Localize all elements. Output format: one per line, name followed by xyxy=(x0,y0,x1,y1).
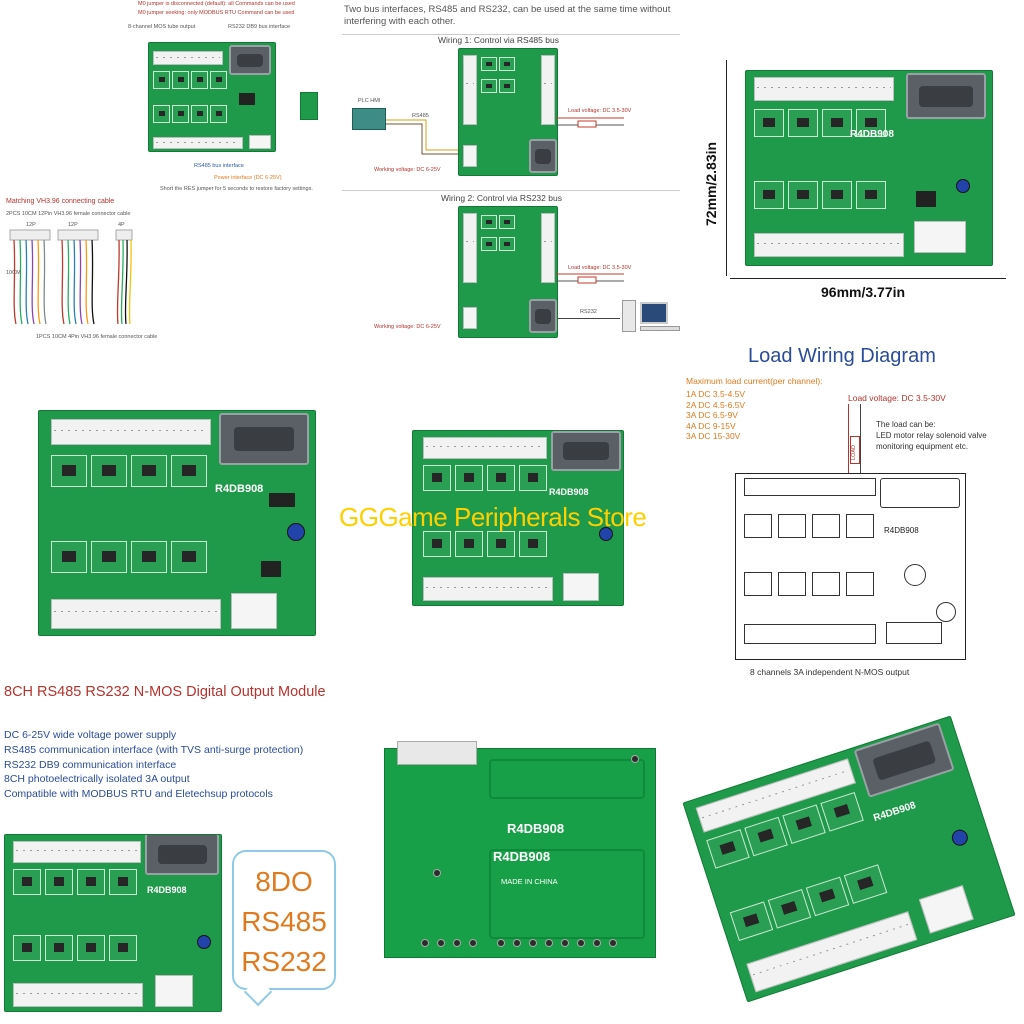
load-footer: 8 channels 3A independent N-MOS output xyxy=(750,667,910,677)
made-in-china: MADE IN CHINA xyxy=(501,877,558,886)
rs485-bus-label: RS485 bus interface xyxy=(194,163,244,169)
divider xyxy=(342,190,680,191)
keyboard-icon xyxy=(640,326,680,331)
rs485-wires xyxy=(386,119,458,155)
cable-pin-left: 12P xyxy=(26,222,36,228)
load-voltage-1: Load voltage: DC 3.5-30V xyxy=(568,108,632,114)
width-dimension-line xyxy=(730,278,1006,279)
load-title: Load Wiring Diagram xyxy=(748,345,936,367)
width-dimension: 96mm/3.77in xyxy=(821,284,906,300)
store-watermark: GGGame Peripherals Store xyxy=(339,502,647,532)
wiring-title-1: Wiring 1: Control via RS485 bus xyxy=(438,35,559,45)
cable-pin-right: 4P xyxy=(118,222,125,228)
m0-note-1: M0 jumper is disconnected (default): all… xyxy=(138,1,295,7)
load-voltage: Load voltage: DC 3.5-30V xyxy=(848,393,946,403)
pcb-model-label: R4DB908 xyxy=(549,487,589,497)
current-item: 2A DC 4.5-6.5V xyxy=(686,399,746,410)
feature-item: DC 6-25V wide voltage power supply xyxy=(4,729,177,741)
current-item: 3A DC 15-30V xyxy=(686,431,741,441)
pcb-photo-large: R4DB908 xyxy=(38,410,316,636)
load-symbol xyxy=(850,436,860,464)
pc-monitor-icon xyxy=(640,302,668,324)
pcb-wiring-2 xyxy=(458,206,558,338)
wiring-intro-text: Two bus interfaces, RS485 and RS232, can… xyxy=(344,4,671,27)
pcb-model-label: R4DB908 xyxy=(872,800,918,825)
pcb-photo-rotated: R4DB908 xyxy=(682,715,1016,1003)
rs232-wire xyxy=(558,318,620,319)
back-label-2: R4DB908 xyxy=(493,849,551,864)
back-label-1: R4DB908 xyxy=(507,821,565,836)
pcb-wiring-1 xyxy=(458,48,558,176)
load-wires-1 xyxy=(556,117,624,128)
power-interface-label: Power interface (DC 6-25V) xyxy=(214,175,282,181)
height-dimension-line xyxy=(726,60,727,276)
feature-item: Compatible with MODBUS RTU and Eletechsu… xyxy=(4,788,273,801)
load-wire-pos xyxy=(848,404,849,480)
pcb-back-side: R4DB908 R4DB908 MADE IN CHINA xyxy=(384,741,656,958)
wiring-title-2: Wiring 2: Control via RS232 bus xyxy=(441,193,562,203)
reset-note: Short the RES jumper for 5 seconds to re… xyxy=(160,186,313,192)
cable-title: Matching VH3.96 connecting cable xyxy=(6,198,115,205)
load-tag: LOAD xyxy=(851,445,857,460)
load-voltage-2: Load voltage: DC 3.5-30V xyxy=(568,265,632,271)
plc-hmi-label: PLC HMI xyxy=(358,98,381,104)
working-voltage-2: Working voltage: DC 6-25V xyxy=(374,324,441,330)
rs485-tag: RS485 xyxy=(412,113,429,119)
bubble-rs485: RS485 xyxy=(241,906,327,937)
m0-note-2: M0 jumper seeking: only MODBUS RTU Comma… xyxy=(138,10,295,16)
current-item: 3A DC 6.5-9V xyxy=(686,410,738,420)
pcb-model-label: R4DB908 xyxy=(215,483,264,495)
plc-hmi-device xyxy=(352,108,386,130)
current-item: 1A DC 3.5-4.5V xyxy=(686,389,746,399)
pc-tower-icon xyxy=(622,300,636,332)
bubble-rs232: RS232 xyxy=(241,946,327,977)
feature-item: RS485 communication interface (with TVS … xyxy=(4,743,304,756)
cable-subtitle-2: 1PCS 10CM 4Pin VH3.96 female connector c… xyxy=(36,334,158,340)
height-dimension: 72mm/2.83in xyxy=(703,141,719,226)
module-title: 8CH RS485 RS232 N-MOS Digital Output Mod… xyxy=(4,684,326,700)
feature-bubble: 8DO RS485 RS232 xyxy=(232,850,336,990)
pcb-model-label: R4DB908 xyxy=(147,885,187,895)
wiring-intro: Two bus interfaces, RS485 and RS232, can… xyxy=(344,4,674,28)
db9-interface-label: RS232 DB9 bus interface xyxy=(228,24,291,30)
mos-output-label: 8-channel MOS tube output xyxy=(128,24,196,30)
load-wire-neg xyxy=(860,404,861,480)
feature-item: RS232 DB9 communication interface xyxy=(4,758,177,771)
pcb-dimensioned: R4DB908 xyxy=(745,70,993,266)
pcb-model-label: R4DB908 xyxy=(850,129,894,140)
cable-illustration xyxy=(9,229,133,325)
working-voltage-1: Working voltage: DC 6-25V xyxy=(374,167,441,173)
feature-item: 8CH photoelectrically isolated 3A output xyxy=(4,773,190,786)
current-item: 4A DC 9-15V xyxy=(686,420,736,431)
bubble-8do: 8DO xyxy=(255,866,313,897)
db9-back xyxy=(397,741,477,765)
board-schematic: R4DB908 xyxy=(735,473,966,660)
pcb-board xyxy=(148,42,276,152)
pcb-photo-bottom-left: R4DB908 xyxy=(4,834,222,1012)
cable-pin-mid: 12P xyxy=(68,222,78,228)
schematic-model-label: R4DB908 xyxy=(884,526,919,535)
rs485-jumper-module xyxy=(300,92,318,120)
max-current-title: Maximum load current(per channel): xyxy=(686,376,823,386)
load-can-be: The load can be: xyxy=(876,420,936,429)
rs232-tag: RS232 xyxy=(580,309,597,315)
load-examples-2: monitoring equipment etc. xyxy=(876,442,969,451)
load-examples: LED motor relay solenoid valve xyxy=(876,431,987,440)
feature-list: DC 6-25V wide voltage power supply RS485… xyxy=(4,728,303,802)
pcb-photo-center: R4DB908 xyxy=(412,430,624,606)
divider xyxy=(342,34,680,35)
current-list: 1A DC 3.5-4.5V 2A DC 4.5-6.5V 3A DC 6.5-… xyxy=(686,389,745,442)
cable-subtitle-1: 2PCS 10CM 12Pin VH3.96 female connector … xyxy=(6,211,131,217)
load-wires-2 xyxy=(556,273,624,284)
cable-length: 10CM xyxy=(6,270,21,276)
